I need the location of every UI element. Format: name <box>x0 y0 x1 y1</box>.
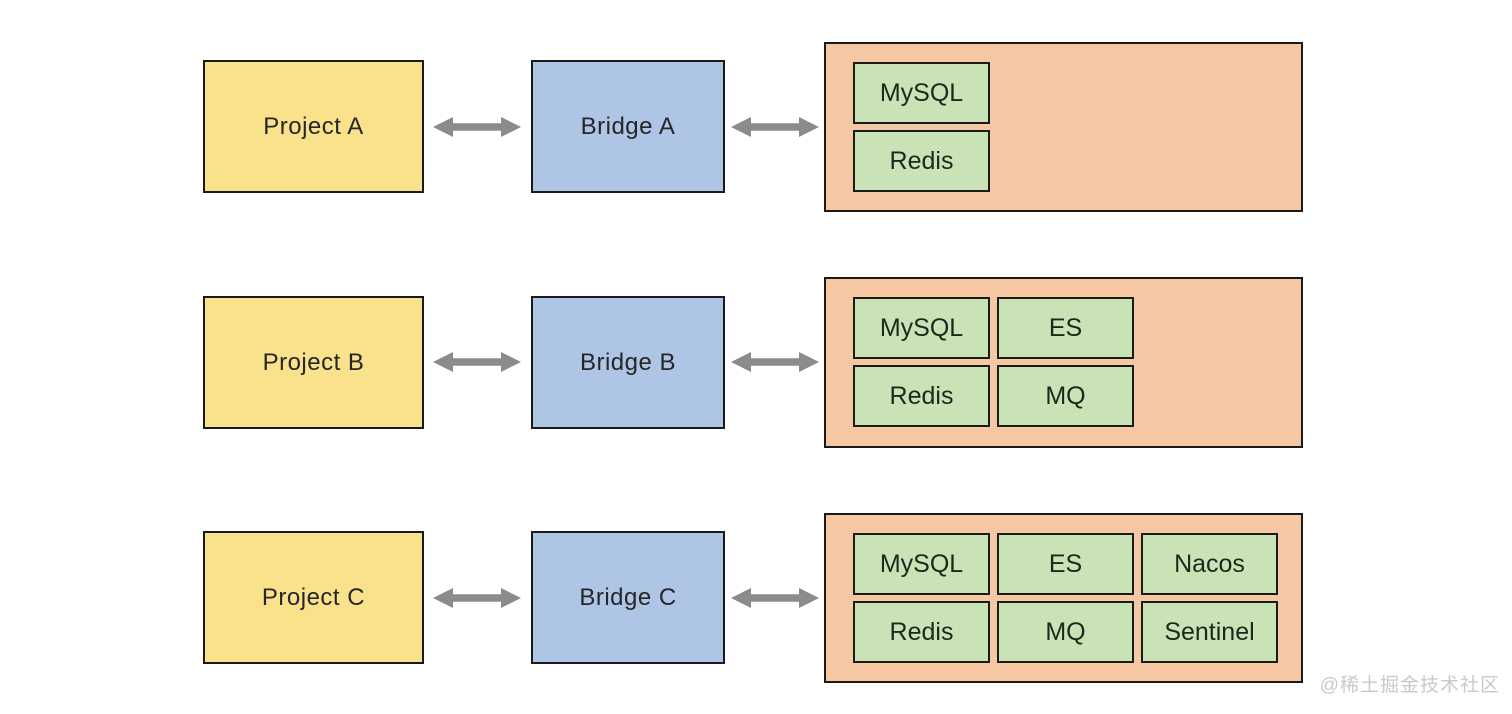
project-a-label: Project A <box>263 112 364 140</box>
project-a-box: Project A <box>203 60 424 193</box>
project-b-box: Project B <box>203 296 424 429</box>
service-box-redis: Redis <box>853 130 990 192</box>
bridge-b-label: Bridge B <box>579 348 677 376</box>
bridge-a-label: Bridge A <box>580 112 676 140</box>
watermark-text: @稀土掘金技术社区 <box>1319 675 1500 696</box>
bridge-c-label: Bridge C <box>579 583 677 611</box>
service-label: MQ <box>1045 381 1086 410</box>
project-b-label: Project B <box>262 348 365 376</box>
service-label: ES <box>1048 549 1083 578</box>
bridge-a-box: Bridge A <box>531 60 725 193</box>
service-label: Sentinel <box>1164 617 1255 646</box>
services-container-a: MySQL Redis <box>824 42 1303 212</box>
bidirectional-arrow-icon <box>731 588 819 608</box>
service-label: Redis <box>889 381 954 410</box>
service-box-es: ES <box>997 297 1134 359</box>
service-box-nacos: Nacos <box>1141 533 1278 595</box>
bridge-c-box: Bridge C <box>531 531 725 664</box>
project-c-label: Project C <box>261 583 366 611</box>
service-label: Nacos <box>1174 549 1245 578</box>
services-container-b: MySQL ES Redis MQ <box>824 277 1303 448</box>
project-c-box: Project C <box>203 531 424 664</box>
service-box-mq: MQ <box>997 601 1134 663</box>
services-container-c: MySQL ES Nacos Redis MQ Sentinel <box>824 513 1303 683</box>
services-grid-b: MySQL ES Redis MQ <box>853 297 1134 427</box>
service-box-redis: Redis <box>853 365 990 427</box>
service-label: Redis <box>889 146 954 175</box>
bidirectional-arrow-icon <box>731 117 819 137</box>
service-label: MySQL <box>879 78 964 107</box>
service-label: MySQL <box>879 313 964 342</box>
service-label: Redis <box>889 617 954 646</box>
bidirectional-arrow-icon <box>731 352 819 372</box>
service-box-sentinel: Sentinel <box>1141 601 1278 663</box>
bidirectional-arrow-icon <box>433 588 521 608</box>
service-box-mysql: MySQL <box>853 533 990 595</box>
service-label: MQ <box>1045 617 1086 646</box>
services-grid-a: MySQL Redis <box>853 62 990 192</box>
service-label: ES <box>1048 313 1083 342</box>
bridge-b-box: Bridge B <box>531 296 725 429</box>
bidirectional-arrow-icon <box>433 117 521 137</box>
bidirectional-arrow-icon <box>433 352 521 372</box>
service-box-mq: MQ <box>997 365 1134 427</box>
service-box-es: ES <box>997 533 1134 595</box>
service-box-mysql: MySQL <box>853 62 990 124</box>
services-grid-c: MySQL ES Nacos Redis MQ Sentinel <box>853 533 1278 663</box>
service-label: MySQL <box>879 549 964 578</box>
service-box-mysql: MySQL <box>853 297 990 359</box>
service-box-redis: Redis <box>853 601 990 663</box>
